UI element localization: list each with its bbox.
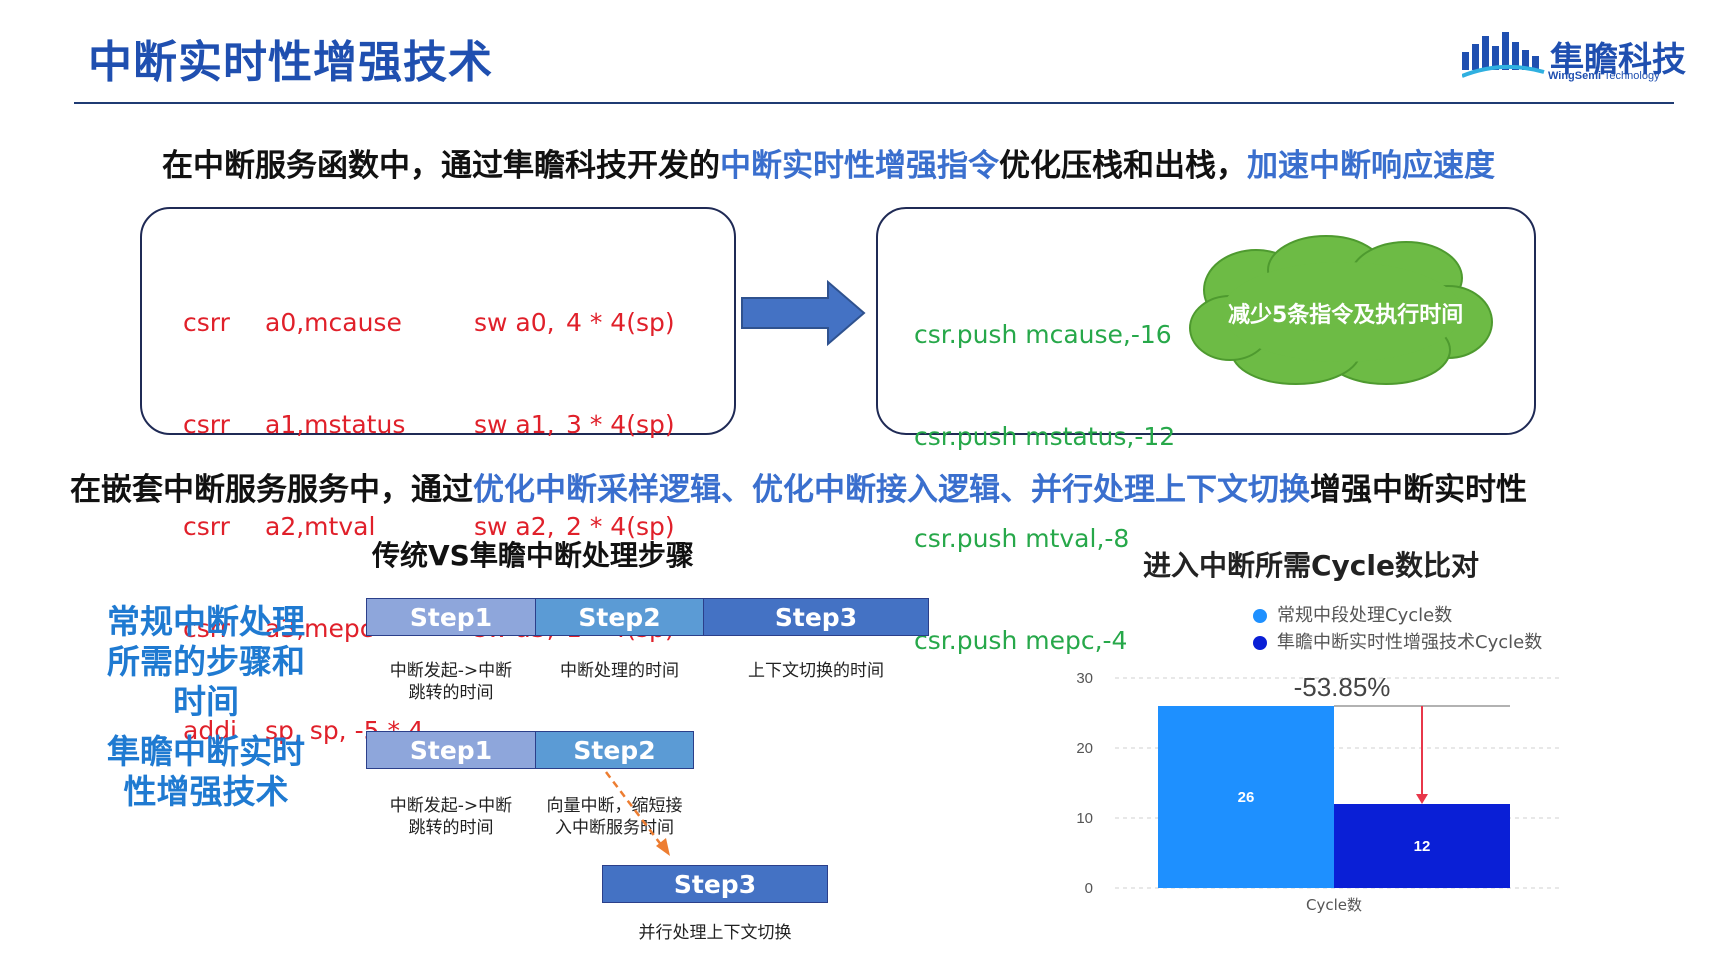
y-tick-label: 20	[1076, 740, 1093, 757]
cycle-bar-chart: 0 10 20 30 26 12 -53.85% Cycle数	[1076, 670, 1560, 914]
bar-data-label: 26	[1238, 789, 1255, 806]
regular-step2-desc: 中断处理的时间	[560, 661, 679, 681]
wingsemi-step2: Step2	[535, 731, 694, 769]
steps-title: 传统VS隼瞻中断处理步骤	[372, 539, 694, 572]
y-tick-label: 30	[1076, 670, 1093, 687]
regular-step3-desc: 上下文切换的时间	[748, 661, 884, 681]
cloud-label: 减少5条指令及执行时间	[1228, 303, 1464, 328]
wingsemi-step1-desc: 中断发起->中断 跳转的时间	[366, 795, 536, 839]
x-category-label: Cycle数	[1306, 896, 1362, 914]
wingsemi-step3: Step3	[602, 865, 828, 903]
code-line: csr.push mstatus,-12	[914, 422, 1176, 451]
wingsemi-logo-icon	[1462, 32, 1545, 78]
y-tick-label: 0	[1085, 880, 1093, 897]
desc-line: 中断发起->中断	[389, 796, 513, 816]
wingsemi-process-label: 隼瞻中断实时 性增强技术	[96, 732, 316, 812]
legend-item-wingsemi: 隼瞻中断实时性增强技术Cycle数	[1253, 628, 1542, 654]
logo-subtext: WingSemi Technology	[1548, 70, 1660, 82]
parallel-arrow-icon	[605, 771, 670, 856]
regular-step1-desc: 中断发起->中断 跳转的时间	[366, 660, 536, 704]
desc-line: 跳转的时间	[408, 683, 494, 703]
label-line: 所需的步骤和	[107, 642, 305, 681]
page-title: 中断实时性增强技术	[88, 37, 493, 88]
legend-label: 常规中段处理Cycle数	[1277, 605, 1453, 626]
legend-label: 隼瞻中断实时性增强技术Cycle数	[1277, 632, 1543, 653]
reduction-arrow-head	[1416, 794, 1428, 804]
regular-step3: Step3	[703, 598, 929, 636]
desc-line: 跳转的时间	[408, 818, 494, 838]
legend-item-regular: 常规中段处理Cycle数	[1253, 601, 1452, 627]
legend-swatch-wingsemi	[1253, 636, 1267, 650]
code-line: sw a2,2 * 4(sp)	[474, 512, 675, 541]
bar	[1334, 804, 1510, 888]
cloud-shape	[1189, 235, 1493, 385]
label-line: 性增强技术	[123, 772, 289, 811]
y-tick-label: 10	[1076, 810, 1093, 827]
desc-line: 向量中断，缩短接	[546, 796, 683, 816]
desc-line: 中断发起->中断	[389, 661, 513, 681]
reduction-annotation: -53.85%	[1294, 672, 1391, 702]
code-line: sw a0,4 * 4(sp)	[474, 308, 675, 337]
original-code-box	[140, 207, 736, 435]
title-divider	[74, 102, 1674, 104]
wingsemi-step3-desc: 并行处理上下文切换	[638, 923, 792, 943]
code-line: csr.push mtval,-8	[914, 524, 1130, 553]
bar-data-label: 12	[1414, 838, 1431, 855]
regular-process-label: 常规中断处理 所需的步骤和 时间	[96, 602, 316, 722]
bar	[1158, 706, 1334, 888]
label-line: 时间	[173, 682, 239, 721]
label-line: 常规中断处理	[107, 602, 305, 641]
code-line: sw a1,3 * 4(sp)	[474, 410, 675, 439]
regular-step1: Step1	[366, 598, 536, 636]
label-line: 隼瞻中断实时	[107, 732, 305, 771]
chart-title: 进入中断所需Cycle数比对	[1143, 549, 1479, 582]
code-line: csr.push mepc,-4	[914, 626, 1128, 655]
code-line: csr.push mcause,-16	[914, 320, 1172, 349]
section2-heading: 在嵌套中断服务服务中，通过优化中断采样逻辑、优化中断接入逻辑、并行处理上下文切换…	[70, 472, 1527, 508]
wingsemi-step1: Step1	[366, 731, 536, 769]
transform-arrow-icon	[741, 279, 866, 347]
section1-heading: 在中断服务函数中，通过隼瞻科技开发的中断实时性增强指令优化压栈和出栈，加速中断响…	[162, 148, 1495, 184]
legend-swatch-regular	[1253, 609, 1267, 623]
logo-text: 隼瞻科技	[1550, 40, 1686, 80]
optimized-code: csr.push mcause,-16 csr.push mstatus,-12…	[914, 250, 1175, 692]
regular-step2: Step2	[535, 598, 704, 636]
